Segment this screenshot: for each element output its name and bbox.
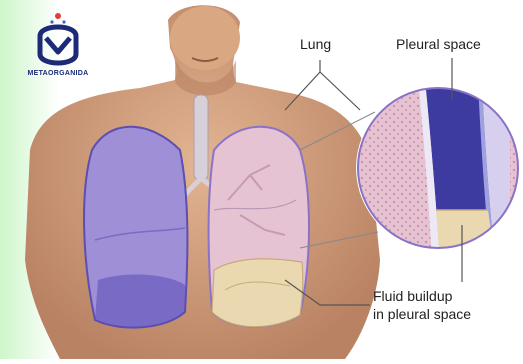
- label-pleural-space: Pleural space: [396, 36, 481, 52]
- label-fluid-line2: in pleural space: [373, 306, 471, 322]
- zoom-circle: [356, 80, 520, 260]
- fluid-buildup: [212, 259, 303, 327]
- label-lung: Lung: [300, 36, 331, 52]
- label-fluid-line1: Fluid buildup: [373, 288, 452, 304]
- lung-left-dark: [95, 275, 185, 328]
- logo-text: METAORGANIDA: [18, 70, 98, 77]
- trachea: [194, 95, 208, 180]
